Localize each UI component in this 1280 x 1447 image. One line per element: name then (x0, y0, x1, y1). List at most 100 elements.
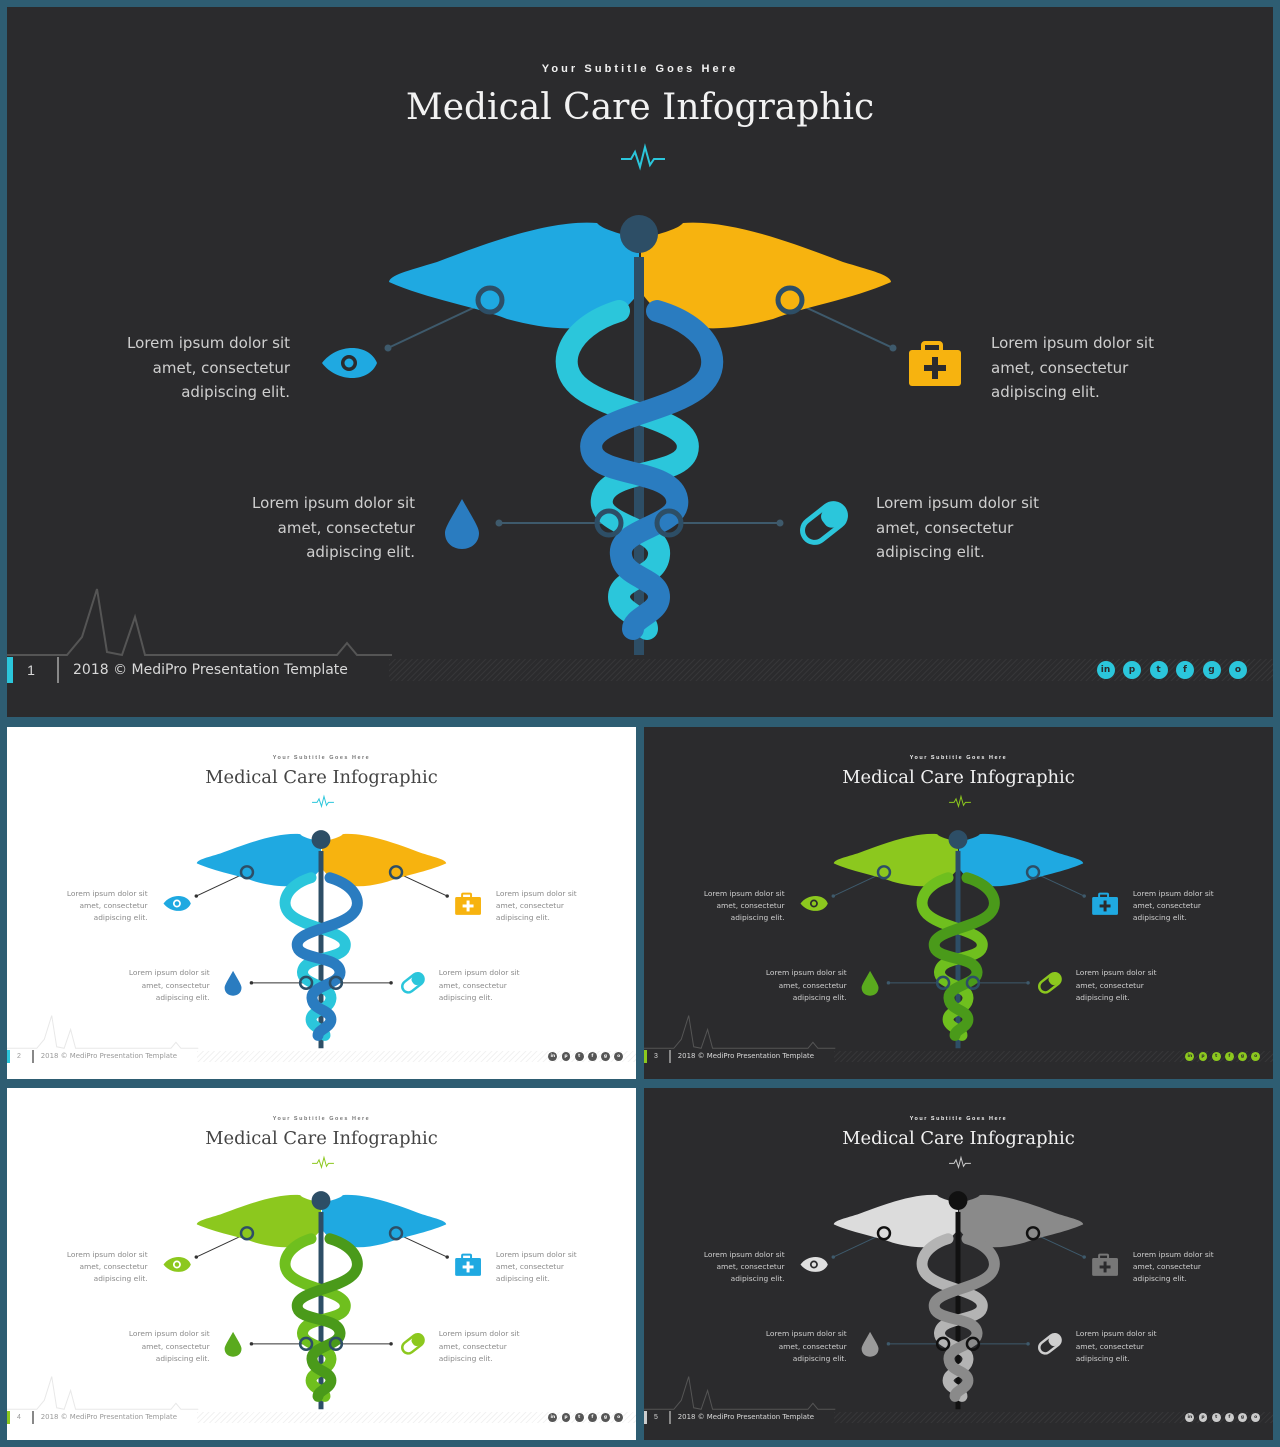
snake-left (916, 1233, 988, 1402)
caduceus-artwork (7, 794, 481, 1049)
info-text-line: adipiscing elit. (438, 992, 493, 1002)
twitter-icon[interactable]: t (1211, 1412, 1221, 1422)
ring-marker (328, 975, 344, 991)
linkedin-icon[interactable]: in (548, 1412, 558, 1422)
info-text-line: adipiscing elit. (792, 992, 847, 1002)
twitter-icon[interactable]: t (574, 1051, 584, 1061)
info-text-line: adipiscing elit. (730, 913, 785, 923)
pulse-icon (312, 794, 334, 809)
drop-icon (861, 1331, 879, 1357)
ring-marker (876, 1226, 892, 1241)
ring-marker (965, 975, 981, 991)
instagram-icon[interactable]: o (614, 1412, 624, 1422)
info-text-line: adipiscing elit. (792, 1353, 847, 1363)
pinterest-icon[interactable]: p (1123, 661, 1141, 679)
ring-marker (775, 285, 805, 315)
info-text-line: adipiscing elit. (1075, 1353, 1130, 1363)
instagram-icon[interactable]: o (1229, 661, 1247, 679)
pinterest-icon[interactable]: p (1198, 1051, 1208, 1061)
footer-accent-bar (7, 1410, 10, 1424)
linkedin-icon[interactable]: in (548, 1051, 558, 1061)
left-wing (833, 1194, 959, 1248)
pinterest-icon[interactable]: p (561, 1051, 571, 1061)
left-wing (833, 833, 959, 887)
slide-title: Medical Care Infographic (205, 766, 438, 788)
footer-accent-bar (644, 1049, 647, 1063)
instagram-icon[interactable]: o (1251, 1412, 1261, 1422)
facebook-icon[interactable]: f (1224, 1051, 1234, 1061)
google-plus-icon[interactable]: g (1238, 1412, 1247, 1422)
footer-separator (57, 657, 59, 683)
info-text-line: amet, consectetur (778, 980, 847, 990)
info-text-line: Lorem ipsum dolor sit (991, 334, 1154, 352)
facebook-icon[interactable]: f (1176, 661, 1194, 679)
eye-icon (322, 348, 377, 378)
twitter-icon[interactable]: t (1149, 661, 1168, 679)
heartbeat-line-decoration (7, 1015, 199, 1049)
info-text-line: amet, consectetur (1075, 1341, 1144, 1351)
linkedin-icon[interactable]: in (1185, 1412, 1195, 1422)
heartbeat-line-decoration (7, 1376, 199, 1410)
facebook-icon[interactable]: f (587, 1051, 597, 1061)
staff-knob (311, 830, 331, 849)
snake-right (580, 300, 724, 640)
google-plus-icon[interactable]: g (601, 1412, 610, 1422)
eye-icon (800, 896, 828, 911)
staff-knob (311, 1191, 331, 1210)
connector-dot (249, 1342, 254, 1346)
connector-dot (831, 1255, 836, 1259)
ring-marker (1025, 865, 1041, 880)
pinterest-icon[interactable]: p (561, 1412, 571, 1422)
info-text-line: adipiscing elit. (991, 383, 1100, 402)
info-text-line: Lorem ipsum dolor sit (438, 1329, 520, 1339)
instagram-icon[interactable]: o (614, 1051, 624, 1061)
snake-right (292, 1233, 363, 1402)
instagram-icon[interactable]: o (1251, 1051, 1261, 1061)
linkedin-icon[interactable]: in (1185, 1051, 1195, 1061)
pill-icon (401, 1332, 425, 1355)
connector-dot (1026, 981, 1030, 985)
google-plus-icon[interactable]: g (1238, 1051, 1247, 1061)
twitter-icon[interactable]: t (1211, 1051, 1221, 1061)
ring-marker (388, 865, 404, 880)
connector-dot (776, 519, 784, 527)
twitter-icon[interactable]: t (574, 1412, 584, 1422)
pill-icon (401, 971, 425, 994)
right-wing (958, 833, 1084, 887)
info-text-line: adipiscing elit. (495, 913, 550, 923)
pinterest-icon[interactable]: p (1198, 1412, 1208, 1422)
page-number: 1 (27, 662, 35, 678)
google-plus-icon[interactable]: g (1202, 661, 1221, 679)
pill-icon (800, 501, 848, 545)
drop-icon (861, 970, 879, 996)
info-text-line: Lorem ipsum dolor sit (128, 968, 210, 978)
staff (318, 850, 324, 1049)
facebook-icon[interactable]: f (587, 1412, 597, 1422)
facebook-icon[interactable]: f (1224, 1412, 1234, 1422)
first-aid-kit-icon (1092, 892, 1118, 915)
staff (955, 1211, 961, 1410)
footer-copyright: 2018 © MediPro Presentation Template (677, 1052, 814, 1061)
info-text-line: adipiscing elit. (730, 1274, 785, 1284)
heartbeat-line-decoration (644, 1015, 836, 1049)
google-plus-icon[interactable]: g (601, 1051, 610, 1061)
snake-right (929, 872, 1000, 1041)
linkedin-icon[interactable]: in (1096, 661, 1115, 679)
left-wing (389, 222, 639, 329)
footer-hatch-band (389, 659, 1273, 681)
